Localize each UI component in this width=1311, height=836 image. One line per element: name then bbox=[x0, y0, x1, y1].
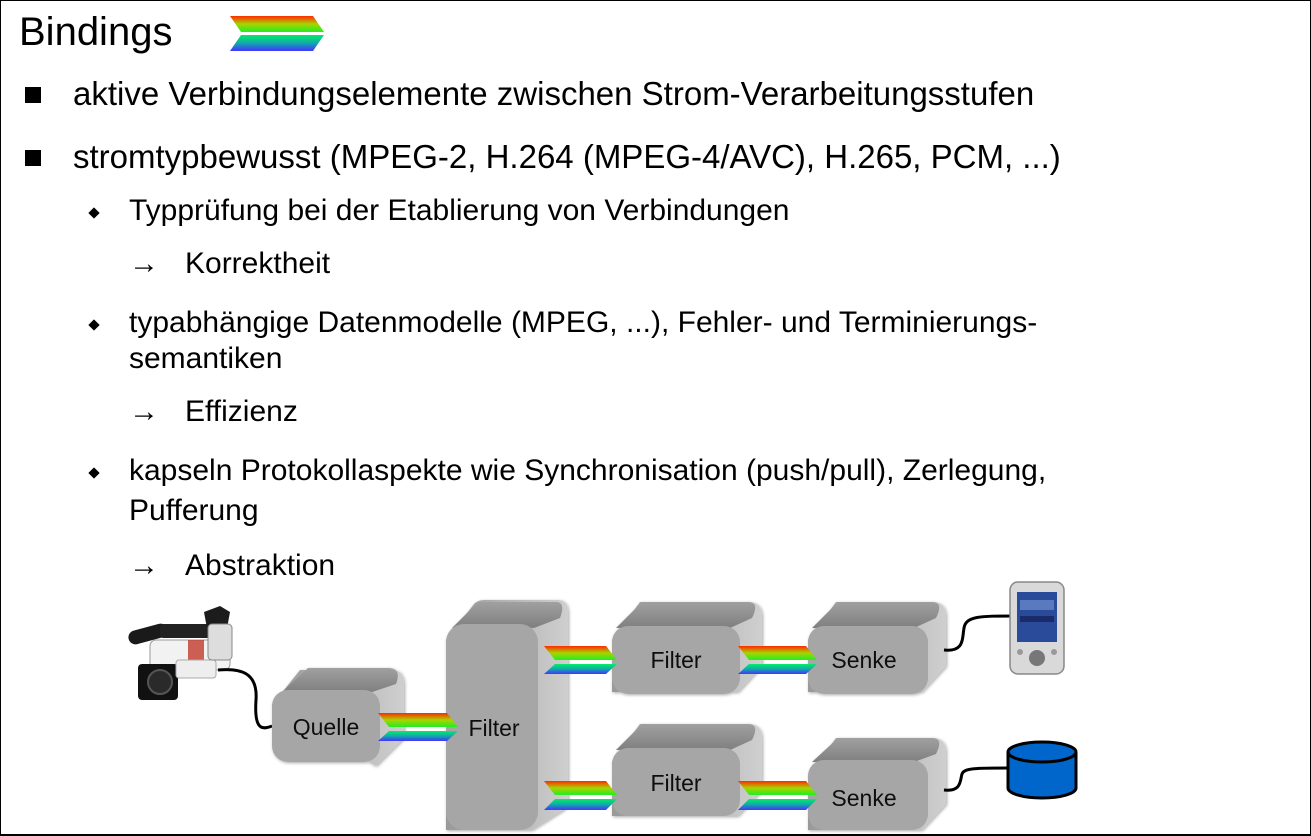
arrow-icon: → bbox=[129, 549, 159, 582]
node-label: Senke bbox=[831, 785, 896, 811]
node-label: Filter bbox=[468, 715, 519, 741]
binding-filter-filter-top bbox=[544, 646, 617, 674]
node-quelle: Quelle bbox=[272, 668, 404, 766]
node-label: Senke bbox=[831, 647, 896, 673]
node-filter-top: Filter bbox=[612, 602, 762, 694]
video-camera-icon bbox=[128, 606, 233, 700]
node-label: Filter bbox=[650, 647, 701, 673]
bullet-text: aktive Verbindungselemente zwischen Stro… bbox=[73, 75, 1035, 112]
arrow-icon: → bbox=[129, 395, 159, 428]
binding-filter-senke-top bbox=[738, 646, 817, 674]
result-line: → Effizienz bbox=[129, 394, 298, 430]
node-senke-bottom: Senke bbox=[808, 738, 946, 830]
connection-cable bbox=[943, 614, 1015, 652]
result-text: Abstraktion bbox=[185, 549, 336, 582]
bullet-square-icon bbox=[25, 87, 41, 103]
arrow-icon: → bbox=[129, 247, 159, 280]
pda-icon bbox=[1009, 581, 1065, 675]
result-line: → Abstraktion bbox=[129, 548, 335, 584]
node-filter-bottom: Filter bbox=[612, 724, 762, 816]
bullet-text: stromtypbewusst (MPEG-2, H.264 (MPEG-4/A… bbox=[73, 138, 1061, 175]
slide-title: Bindings bbox=[19, 10, 173, 54]
sub-bullet-text: kapseln Protokollaspekte wie Synchronisa… bbox=[129, 454, 1047, 487]
sub-bullet-text: Typprüfung bei der Etablierung von Verbi… bbox=[129, 194, 790, 227]
sub-bullet-text: typabhängige Datenmodelle (MPEG, ...), F… bbox=[129, 306, 1038, 339]
bullet-square-icon bbox=[25, 150, 41, 166]
result-line: → Korrektheit bbox=[129, 246, 330, 282]
binding-arrow-icon bbox=[230, 16, 324, 51]
binding-filter-senke-bottom bbox=[738, 781, 817, 810]
node-senke-top: Senke bbox=[808, 602, 946, 694]
sub-bullet-text-cont: semantiken bbox=[129, 342, 283, 375]
binding-quelle-filter bbox=[378, 713, 458, 741]
node-label: Filter bbox=[650, 770, 701, 796]
sub-bullet-text-cont: Pufferung bbox=[129, 494, 259, 527]
binding-filter-filter-bottom bbox=[544, 781, 617, 810]
result-text: Korrektheit bbox=[185, 247, 331, 280]
result-text: Effizienz bbox=[185, 395, 298, 428]
connection-cable bbox=[217, 668, 273, 730]
node-label: Quelle bbox=[293, 714, 359, 740]
database-icon bbox=[1006, 740, 1078, 800]
connection-cable bbox=[943, 766, 1011, 792]
node-filter-main: Filter bbox=[446, 600, 568, 830]
